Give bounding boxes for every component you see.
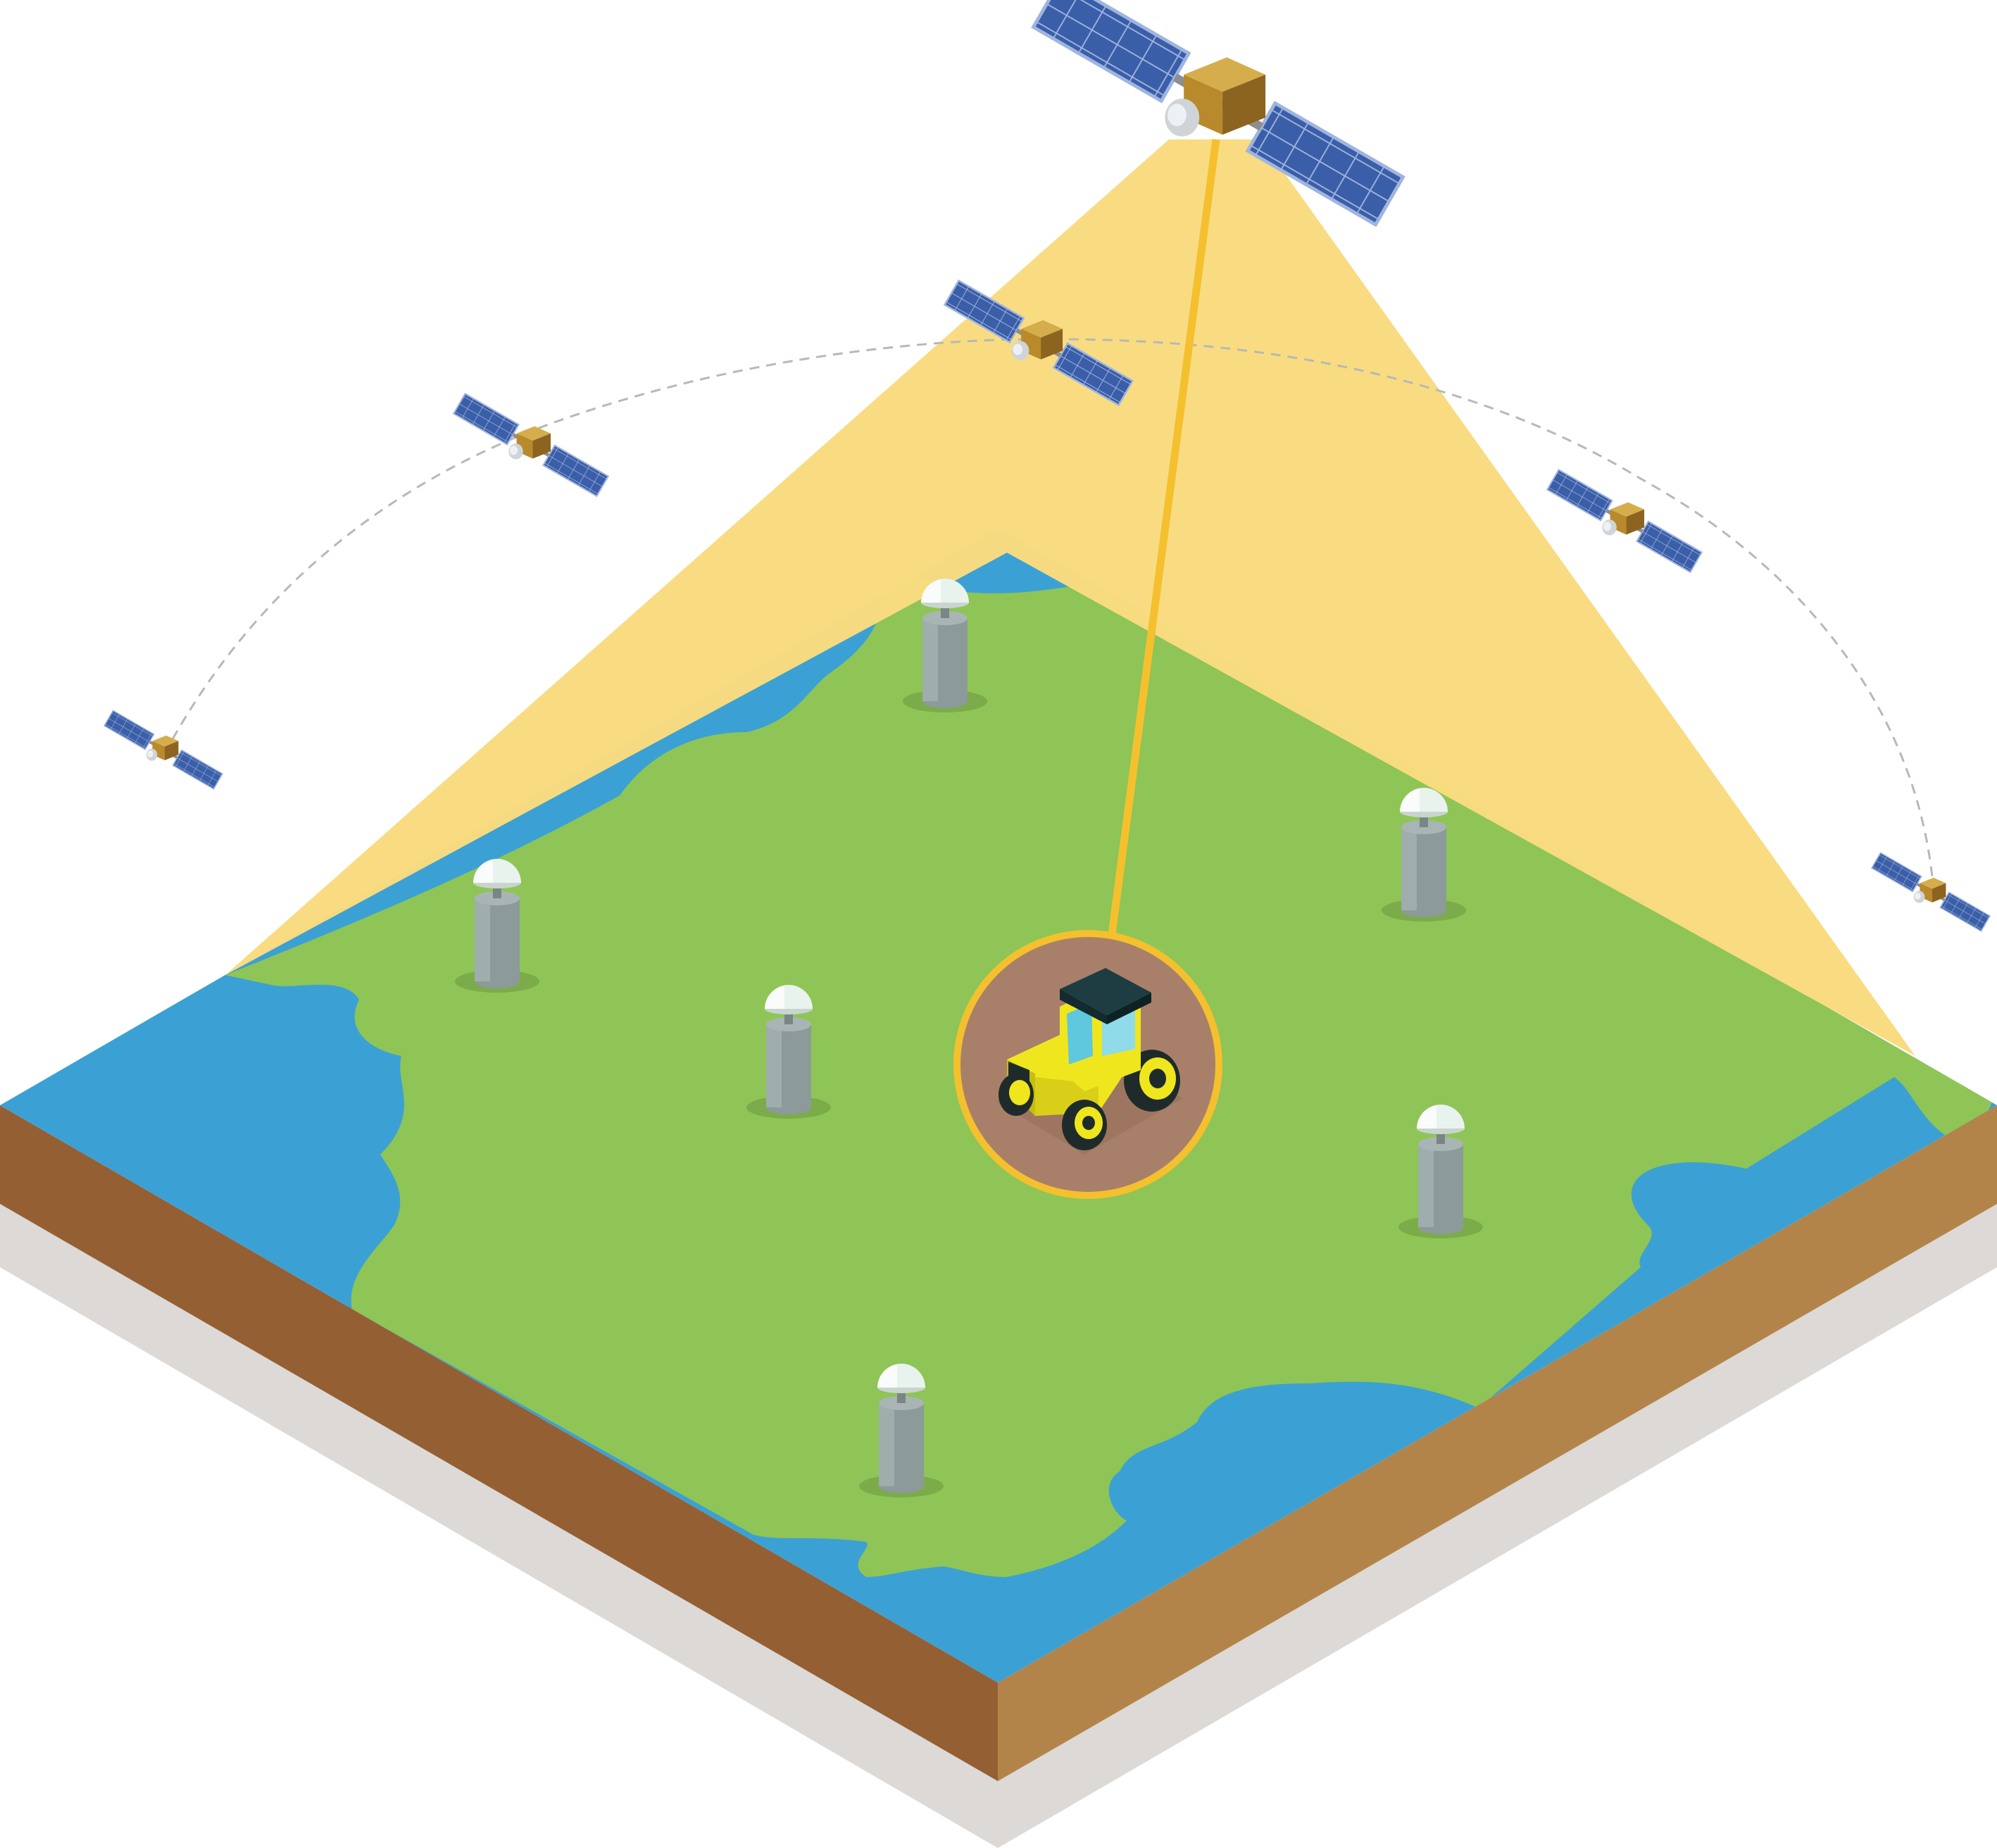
- tractor-field-marker: [953, 930, 1222, 1199]
- signal-line: [1107, 139, 1220, 941]
- satellite-orbit-left: [104, 710, 223, 790]
- satellite-coverage-beam: [225, 139, 1915, 1056]
- soil-left-side: [0, 1105, 998, 1781]
- satellite-orbit-right: [1871, 852, 1991, 932]
- ground-shadow: [0, 1133, 1997, 1848]
- satellite-orbit-1: [453, 393, 609, 497]
- tractor-icon: [998, 968, 1180, 1150]
- satellite-orbit-3: [1546, 469, 1703, 573]
- soil-right-side: [998, 1105, 1997, 1781]
